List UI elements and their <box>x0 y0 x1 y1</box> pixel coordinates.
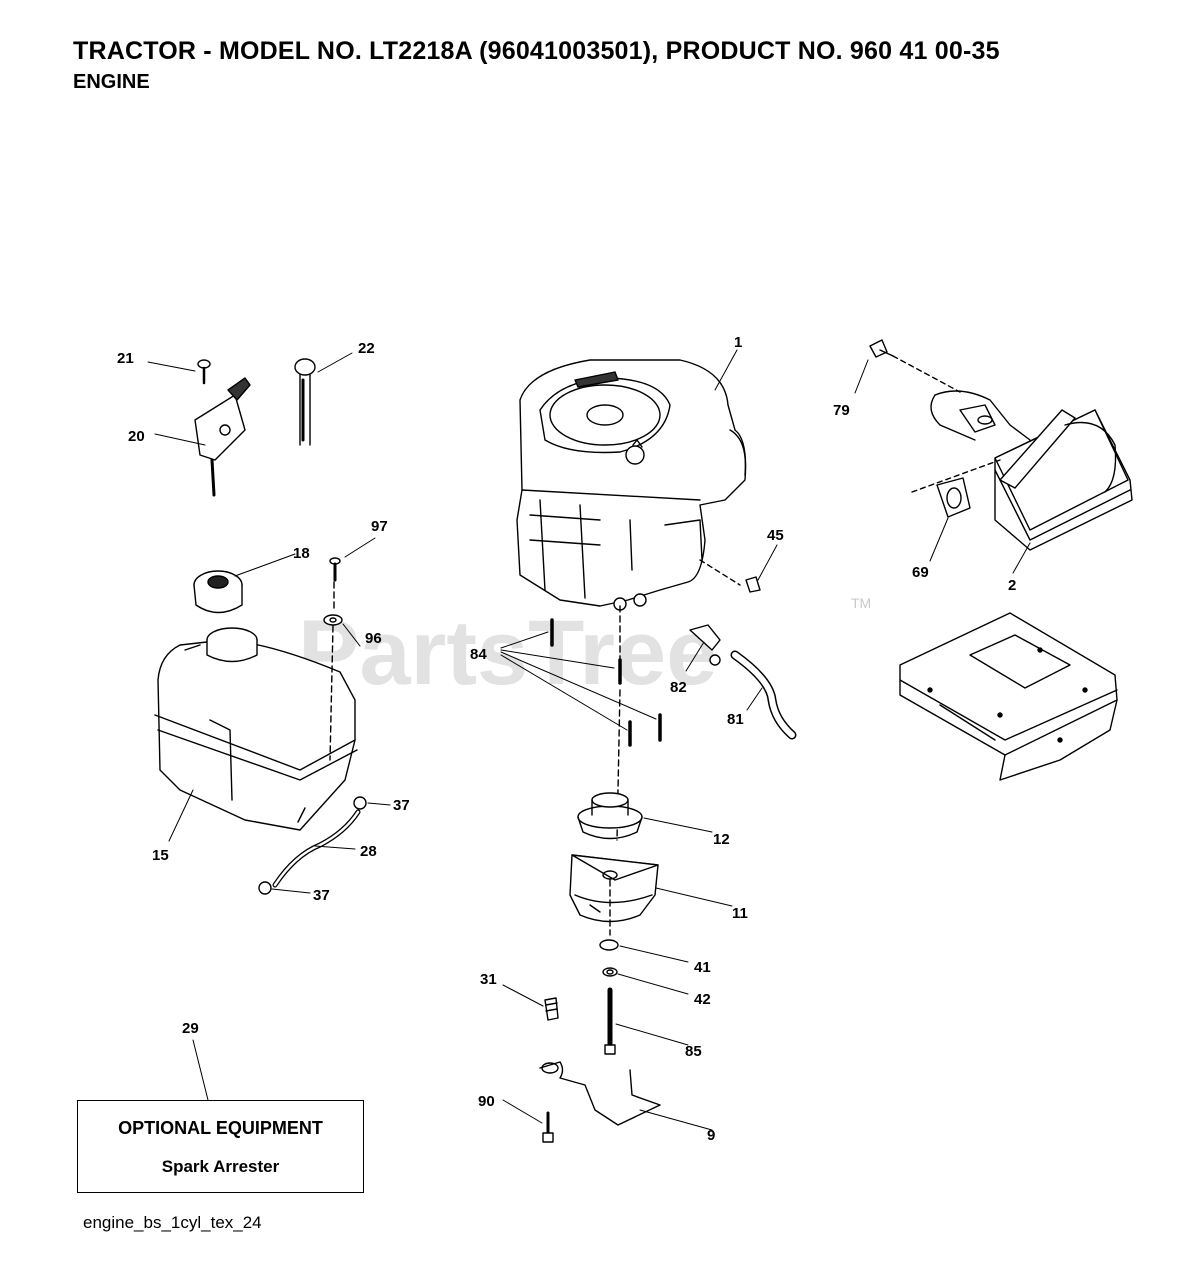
clamp-37-lower-part <box>258 881 272 895</box>
callout-31: 31 <box>480 971 497 988</box>
callout-37-upper: 37 <box>393 797 410 814</box>
dipstick-part <box>294 358 316 446</box>
pulley-part <box>577 792 643 840</box>
optional-equipment-box: OPTIONAL EQUIPMENT Spark Arrester <box>77 1100 364 1193</box>
callout-42: 42 <box>694 991 711 1008</box>
fuel-tank-part <box>154 627 358 831</box>
callout-90: 90 <box>478 1093 495 1110</box>
fitting-45-part <box>745 576 761 593</box>
callout-21: 21 <box>117 350 134 367</box>
callout-45: 45 <box>767 527 784 544</box>
callout-11: 11 <box>732 905 748 922</box>
callout-79: 79 <box>833 402 850 419</box>
page-title: TRACTOR - MODEL NO. LT2218A (96041003501… <box>73 37 1000 65</box>
nut-31-part <box>544 997 559 1021</box>
callout-29: 29 <box>182 1020 199 1037</box>
callout-22: 22 <box>358 340 375 357</box>
watermark-tm: TM <box>851 595 871 611</box>
screw-21-part <box>197 359 211 385</box>
callout-9: 9 <box>707 1127 715 1144</box>
callout-1: 1 <box>734 334 742 351</box>
washer-42-part <box>602 967 618 977</box>
gasket-part <box>936 477 971 518</box>
bracket-9-part <box>539 1061 661 1126</box>
callout-81: 81 <box>727 711 744 728</box>
callout-41: 41 <box>694 959 711 976</box>
callout-2: 2 <box>1008 577 1016 594</box>
callout-18: 18 <box>293 545 310 562</box>
callout-82: 82 <box>670 679 687 696</box>
callout-84: 84 <box>470 646 487 663</box>
watermark: PartsTree <box>298 602 717 704</box>
callout-69: 69 <box>912 564 929 581</box>
bolt-97-part <box>329 557 341 582</box>
spark-arrester-label: Spark Arrester <box>161 1157 280 1176</box>
mounting-plate-part <box>899 612 1118 781</box>
callout-15: 15 <box>152 847 169 864</box>
callout-12: 12 <box>713 831 730 848</box>
washer-41-part <box>599 939 619 951</box>
callout-37-lower: 37 <box>313 887 330 904</box>
clamp-37-upper-part <box>353 796 367 810</box>
washer-96-part <box>323 614 343 626</box>
bolts-84-part <box>550 618 662 747</box>
bolt-79-part <box>869 339 894 358</box>
fuel-cap-part <box>193 570 243 614</box>
optional-equipment-heading: OPTIONAL EQUIPMENT <box>118 1118 323 1138</box>
callout-96: 96 <box>365 630 382 647</box>
throttle-control-part <box>194 377 251 497</box>
engine-part <box>516 359 747 611</box>
diagram-reference: engine_bs_1cyl_tex_24 <box>83 1213 262 1232</box>
callout-97: 97 <box>371 518 388 535</box>
page-subtitle: ENGINE <box>73 71 150 93</box>
callout-85: 85 <box>685 1043 702 1060</box>
callout-28: 28 <box>360 843 377 860</box>
bolt-90-part <box>542 1111 554 1143</box>
oil-drain-part <box>689 624 721 666</box>
clutch-part <box>569 854 659 923</box>
muffler-part <box>930 390 1133 551</box>
callout-20: 20 <box>128 428 145 445</box>
bolt-85-part <box>604 987 616 1055</box>
